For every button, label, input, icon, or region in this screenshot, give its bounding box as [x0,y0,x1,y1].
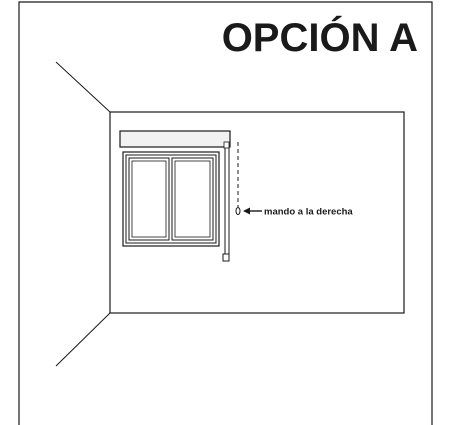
cord-weight-icon [235,207,241,215]
roller-box [119,130,231,148]
window-pane-left [131,160,167,238]
option-title: OPCIÓN A [222,14,418,60]
control-side-label: mando a la derecha [264,207,353,218]
outer-frame [18,1,433,425]
window-pane-right [174,160,211,238]
corner-line-bottom [55,312,111,367]
corner-line-top [55,61,111,113]
strap-collector [222,253,230,262]
roller-box-bracket [223,141,230,149]
window-sash-left [128,157,170,241]
window-frame-inner [125,154,217,244]
window-sash-right [171,157,214,241]
back-wall [109,111,405,314]
window-frame [122,151,220,247]
arrow-left-icon [243,207,250,215]
